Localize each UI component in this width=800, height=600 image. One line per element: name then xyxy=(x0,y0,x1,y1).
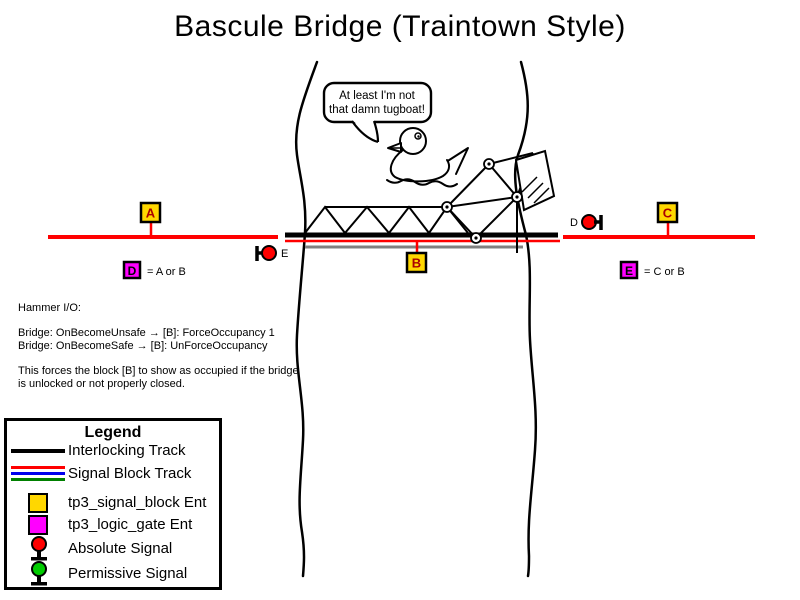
speech-bubble: At least I'm not that damn tugboat! xyxy=(322,81,433,144)
signal-block-entities: A B C xyxy=(139,201,679,274)
block-a-entity xyxy=(139,201,162,224)
io-line-2: Bridge: OnBecomeSafe → [B]: UnForceOccup… xyxy=(18,340,268,352)
speech-bubble-body xyxy=(322,81,433,124)
block-b-entity xyxy=(405,251,428,274)
gate-d-letter: D xyxy=(128,264,137,278)
notes-gap xyxy=(18,353,299,365)
speech-line-1: At least I'm not xyxy=(339,90,416,102)
duck-head xyxy=(399,127,427,155)
speech-line-2: that damn tugboat! xyxy=(329,104,425,116)
duck-body xyxy=(389,149,451,183)
interlocking-track-swatch xyxy=(11,449,65,453)
permissive-signal-icon xyxy=(31,561,47,586)
truss-top-chord-ext xyxy=(446,196,518,208)
river-right-bank xyxy=(513,60,538,578)
legend: Legend Interlocking Track Signal Block T… xyxy=(4,418,222,590)
block-c-letter: C xyxy=(663,206,673,221)
absolute-signal-icon xyxy=(31,536,47,561)
legend-item-signal-block-track: Signal Block Track xyxy=(68,465,192,482)
truss-bridge xyxy=(304,149,556,253)
desc-line-2: is unlocked or not properly closed. xyxy=(18,378,185,390)
leaf-top-1 xyxy=(488,152,534,165)
river-left-bank xyxy=(294,60,319,578)
page-title: Bascule Bridge (Traintown Style) xyxy=(174,10,626,43)
signal-e-head xyxy=(261,245,277,261)
river xyxy=(294,60,538,578)
duck xyxy=(386,127,469,188)
signal-e-label: E xyxy=(281,248,288,260)
gate-e-equation: = C or B xyxy=(644,266,685,278)
duck-eye-pupil xyxy=(417,135,420,138)
speech-bubble-tail-edges xyxy=(351,120,380,144)
legend-item-absolute-signal: Absolute Signal xyxy=(68,540,173,557)
speech-bubble-tail-fill xyxy=(352,120,378,142)
gate-d-entity xyxy=(122,260,142,280)
hammer-io-notes: Hammer I/O: Bridge: OnBecomeUnsafe → [B]… xyxy=(18,302,299,391)
legend-title: Legend xyxy=(84,424,142,441)
signal-d-label: D xyxy=(570,217,578,229)
logic-gate-entities: D = A or B E = C or B xyxy=(122,260,685,280)
signal-e: E xyxy=(255,245,288,261)
legend-item-permissive-signal: Permissive Signal xyxy=(68,565,188,582)
leaf-lower-chord xyxy=(446,163,490,208)
signal-block-ent-swatch xyxy=(28,493,48,513)
signal-d: D xyxy=(570,214,603,230)
legend-item-signal-block-ent: tp3_signal_block Ent xyxy=(68,494,207,511)
logic-gate-ent-swatch xyxy=(28,515,48,535)
block-a-letter: A xyxy=(146,206,156,221)
signal-block-track-swatch-blue xyxy=(11,472,65,475)
track-signals: E D xyxy=(255,214,603,261)
desc-line-1: This forces the block [B] to show as occ… xyxy=(18,365,299,377)
block-b-letter: B xyxy=(412,256,421,271)
gate-d-equation: = A or B xyxy=(147,266,186,278)
counterweight-hatching xyxy=(521,176,550,204)
leaf-strut-3 xyxy=(475,196,518,239)
signal-d-head xyxy=(581,214,597,230)
signal-block-track-swatch-green xyxy=(11,478,65,481)
io-line-1: Bridge: OnBecomeUnsafe → [B]: ForceOccup… xyxy=(18,327,275,339)
legend-item-logic-gate-ent: tp3_logic_gate Ent xyxy=(68,516,193,533)
pivot-pin-dots xyxy=(445,162,519,240)
notes-gap xyxy=(18,315,299,327)
block-c-entity xyxy=(656,201,679,224)
signal-block-track-swatch-red xyxy=(11,466,65,469)
tracks xyxy=(48,232,755,249)
notes-heading: Hammer I/O: xyxy=(18,302,81,314)
gate-e-entity xyxy=(619,260,639,280)
legend-item-interlocking-track: Interlocking Track xyxy=(68,442,186,459)
duck-water xyxy=(386,178,458,188)
leaf-strut-2 xyxy=(446,206,477,239)
gate-e-letter: E xyxy=(625,264,633,278)
truss-web xyxy=(304,205,469,235)
leaf-strut-1 xyxy=(488,163,518,198)
